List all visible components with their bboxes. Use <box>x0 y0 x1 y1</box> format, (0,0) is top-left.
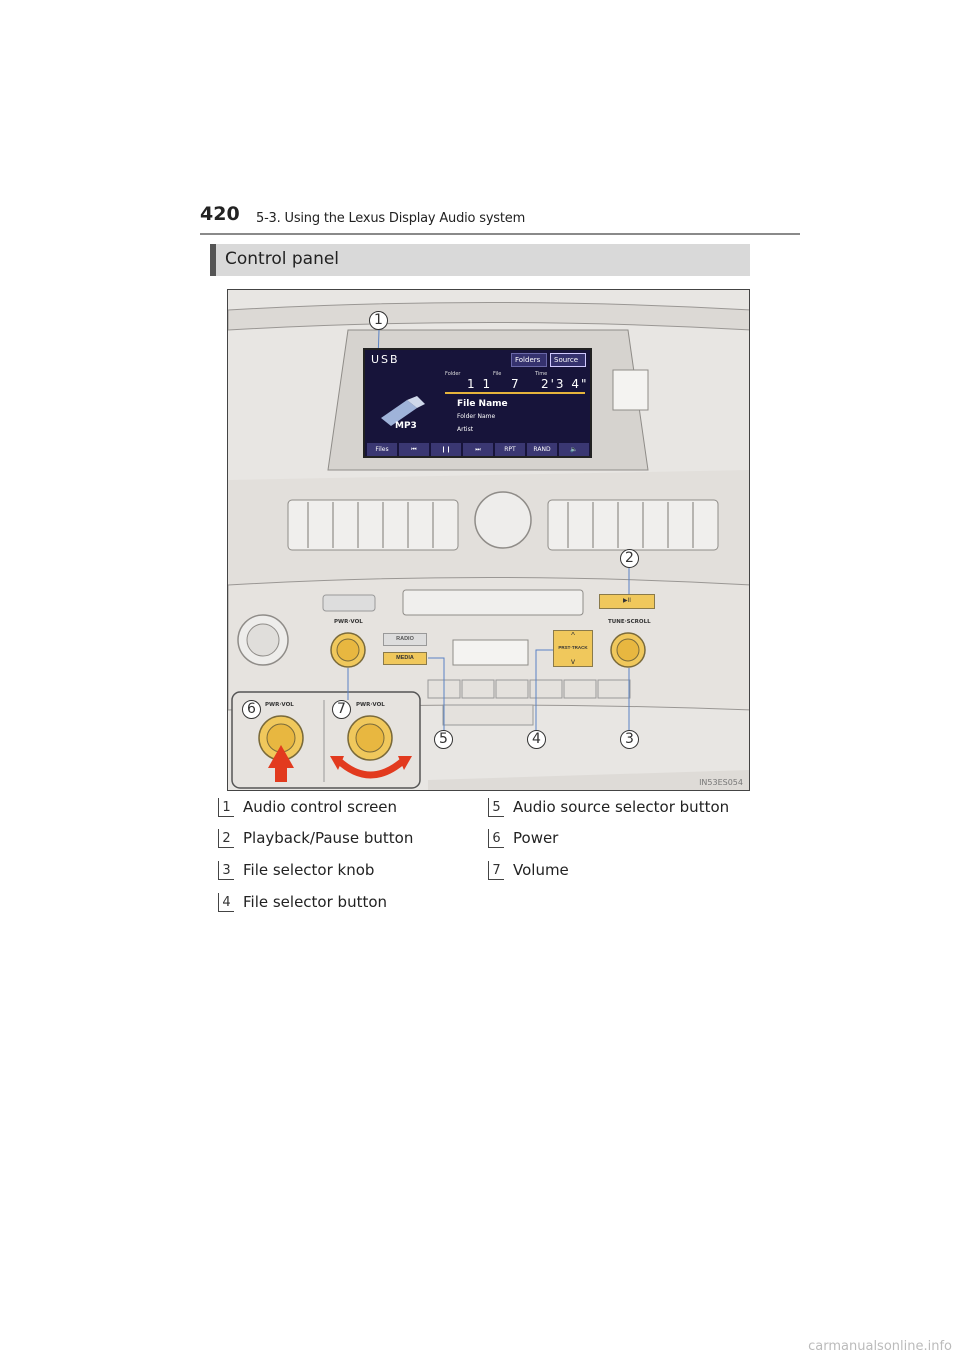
audio-control-screen: USB Folders Source Folder File Time 1 1 … <box>363 348 592 458</box>
screen-progress-line <box>445 392 585 394</box>
screen-rpt-button: RPT <box>495 443 525 456</box>
legend-text: Power <box>513 829 559 847</box>
watermark: carmanualsonline.info <box>808 1339 952 1354</box>
track-down-icon: v <box>571 657 575 666</box>
screen-time-value: 2'3 4" <box>541 377 589 391</box>
callout-5: 5 <box>434 730 453 749</box>
inset-pwr-vol-label-1: PWR·VOL <box>265 702 294 708</box>
legend-number: 6 <box>488 829 504 848</box>
screen-prev-icon: ⏮ <box>399 443 429 456</box>
legend-text: Audio control screen <box>243 798 398 816</box>
legend-text: Audio source selector button <box>513 798 730 816</box>
screen-source-tab: Source <box>550 353 586 367</box>
screen-pause-icon: ❙❙ <box>431 443 461 456</box>
track-up-icon: ^ <box>571 631 575 640</box>
screen-file-name: File Name <box>457 399 508 409</box>
callout-6: 6 <box>242 700 261 719</box>
page-number: 420 <box>200 203 240 225</box>
screen-folder-value: 1 1 <box>467 377 493 391</box>
screen-control-bar: Files ⏮ ❙❙ ⏭ RPT RAND 🔈 <box>367 443 589 456</box>
legend-number: 2 <box>218 829 234 848</box>
playback-pause-button: ▶II <box>599 594 655 609</box>
callout-2: 2 <box>620 549 639 568</box>
page-header: 420 5-3. Using the Lexus Display Audio s… <box>200 203 800 235</box>
screen-speaker-icon: 🔈 <box>559 443 589 456</box>
tune-scroll-label: TUNE·SCROLL <box>608 619 651 625</box>
screen-file-header: File <box>493 371 502 377</box>
panel-heading-text: Control panel <box>225 249 340 269</box>
screen-rand-button: RAND <box>527 443 557 456</box>
screen-folder-name: Folder Name <box>457 413 496 420</box>
legend-number: 5 <box>488 798 504 817</box>
prst-track-button: ^ PRST·TRACK v <box>553 630 593 667</box>
screen-artist: Artist <box>457 426 474 433</box>
pwr-vol-label: PWR·VOL <box>334 619 363 625</box>
legend-number: 1 <box>218 798 234 817</box>
callout-7: 7 <box>332 700 351 719</box>
control-panel-figure: USB Folders Source Folder File Time 1 1 … <box>227 289 750 791</box>
section-title: 5-3. Using the Lexus Display Audio syste… <box>256 211 526 226</box>
legend-number: 3 <box>218 861 234 880</box>
usb-drive-icon <box>381 396 425 426</box>
legend-text: Volume <box>513 861 569 879</box>
legend-text: Playback/Pause button <box>243 829 414 847</box>
screen-file-value: 7 <box>511 377 521 391</box>
inset-pwr-vol-label-2: PWR·VOL <box>356 702 385 708</box>
legend-text: File selector button <box>243 893 388 911</box>
screen-source-label: USB <box>371 353 400 366</box>
callout-4: 4 <box>527 730 546 749</box>
prst-track-label: PRST·TRACK <box>558 645 588 650</box>
panel-heading: Control panel <box>210 244 750 276</box>
screen-files-button: Files <box>367 443 397 456</box>
callout-3: 3 <box>620 730 639 749</box>
legend-number: 7 <box>488 861 504 880</box>
screen-next-icon: ⏭ <box>463 443 493 456</box>
media-button: MEDIA <box>383 652 427 665</box>
figure-code: IN53ES054 <box>699 778 743 787</box>
radio-button: RADIO <box>383 633 427 646</box>
screen-folder-header: Folder <box>445 371 461 377</box>
screen-time-header: Time <box>535 371 548 377</box>
screen-folders-tab: Folders <box>511 353 547 367</box>
screen-format-label: MP3 <box>395 421 417 431</box>
legend-text: File selector knob <box>243 861 375 879</box>
callout-1: 1 <box>369 311 388 330</box>
legend-number: 4 <box>218 893 234 912</box>
